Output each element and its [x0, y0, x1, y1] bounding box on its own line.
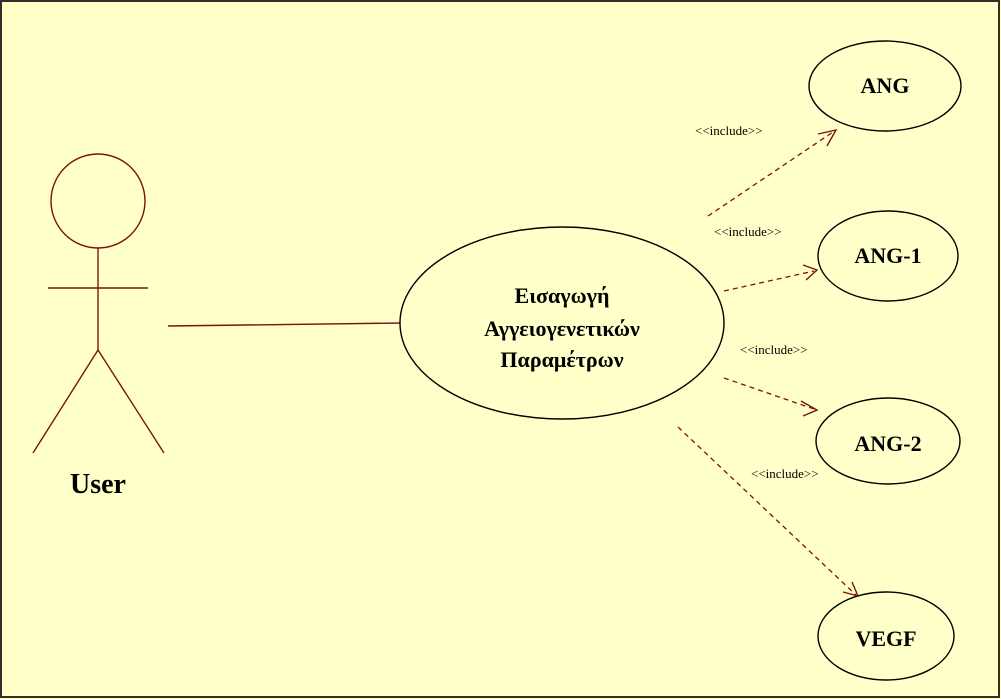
use-case-main-line1: Εισαγωγή [515, 283, 610, 308]
include-arrowhead-vegf [842, 581, 860, 598]
actor-head [50, 153, 146, 249]
use-case-ang-ellipse [808, 40, 962, 132]
association-line [167, 322, 403, 327]
use-case-ang-2-ellipse [815, 397, 961, 485]
include-line-ang-1 [723, 270, 815, 292]
include-stereotype-ang-2: <<include>> [740, 342, 808, 357]
use-case-ang-2-label: ANG-2 [854, 431, 921, 456]
include-line-ang [707, 131, 834, 217]
use-case-main[interactable]: Εισαγωγή Αγγειογενετικών Παραμέτρων [399, 226, 725, 420]
include-relation-ang-2: <<include>> [723, 342, 819, 417]
use-case-main-line3: Παραμέτρων [500, 347, 623, 372]
actor-left-leg [32, 349, 99, 454]
actor-right-leg [97, 349, 165, 454]
use-case-ang-1-ellipse [817, 210, 959, 302]
include-relation-ang: <<include>> [695, 123, 838, 217]
include-arrowhead-ang-2 [800, 400, 819, 417]
include-line-vegf [677, 426, 857, 596]
actor-label: User [70, 469, 126, 500]
include-relation-ang-1: <<include>> [714, 224, 819, 292]
use-case-vegf-ellipse [817, 591, 955, 681]
include-arrowhead-ang [817, 128, 838, 147]
use-case-vegf-label: VEGF [855, 626, 916, 651]
include-line-ang-2 [723, 377, 815, 410]
include-stereotype-vegf: <<include>> [751, 466, 819, 481]
include-stereotype-ang-1: <<include>> [714, 224, 782, 239]
use-case-main-ellipse [399, 226, 725, 420]
include-arrowhead-ang-1 [802, 264, 819, 281]
use-case-ang-1-label: ANG-1 [854, 243, 921, 268]
use-case-ang-1[interactable]: ANG-1 [817, 210, 959, 302]
include-relation-vegf: <<include>> [677, 426, 860, 598]
use-case-vegf[interactable]: VEGF [817, 591, 955, 681]
use-case-main-line2: Αγγειογενετικών [484, 316, 640, 341]
actor-user[interactable]: User [32, 153, 165, 500]
use-case-ang-label: ANG [861, 73, 910, 98]
use-case-ang[interactable]: ANG [808, 40, 962, 132]
include-stereotype-ang: <<include>> [695, 123, 763, 138]
use-case-ang-2[interactable]: ANG-2 [815, 397, 961, 485]
